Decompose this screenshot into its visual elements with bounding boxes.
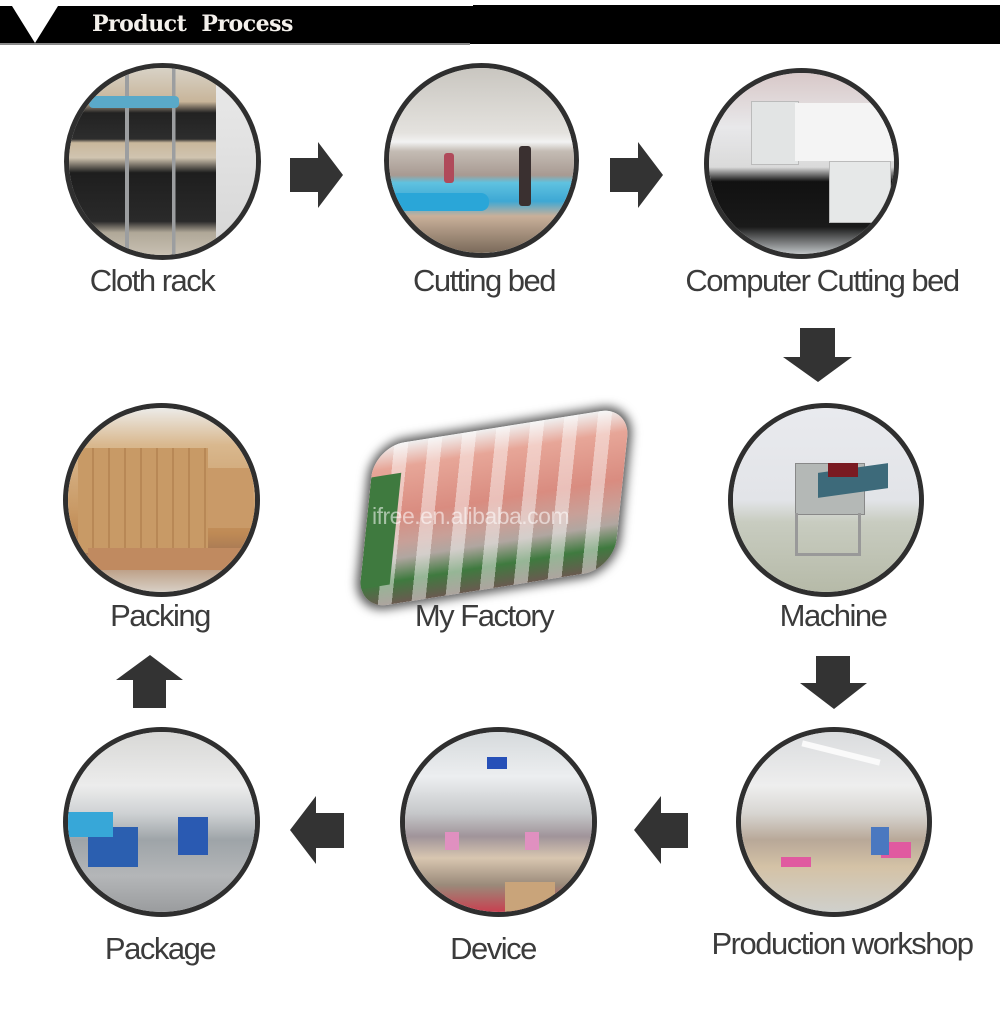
center-label-my-factory: My Factory [414,598,555,633]
arrow-left-icon [290,796,345,865]
arrow-down-icon [783,328,853,383]
photo-device [400,727,597,917]
step-label-production-workshop: Production workshop [711,926,975,961]
step-label-computer-cutting-bed: Computer Cutting bed [685,263,960,298]
page-title: Product Process [92,11,293,37]
arrow-up-icon [116,655,184,709]
photo-cloth-rack [64,63,261,260]
header-bar-edge [473,5,1000,7]
arrow-down-icon [800,656,868,710]
header-bar [0,6,1000,44]
photo-cutting-bed [384,63,579,258]
header-underline [0,43,470,45]
arrow-left-icon [634,796,689,865]
step-label-package: Package [104,931,217,966]
photo-machine [728,403,924,597]
photo-package [63,727,260,917]
photo-packing [63,403,260,597]
header-triangle-icon [12,6,58,43]
arrow-right-icon [610,142,664,209]
step-label-packing: Packing [110,598,211,633]
step-label-cutting-bed: Cutting bed [412,263,557,298]
step-label-device: Device [450,931,537,966]
photo-computer-cutting-bed [704,68,899,259]
step-label-machine: Machine [779,598,888,633]
step-label-cloth-rack: Cloth rack [89,263,216,298]
photo-production-workshop [736,727,932,917]
watermark-text: ifree.en.alibaba.com [372,503,570,529]
arrow-right-icon [290,142,344,209]
